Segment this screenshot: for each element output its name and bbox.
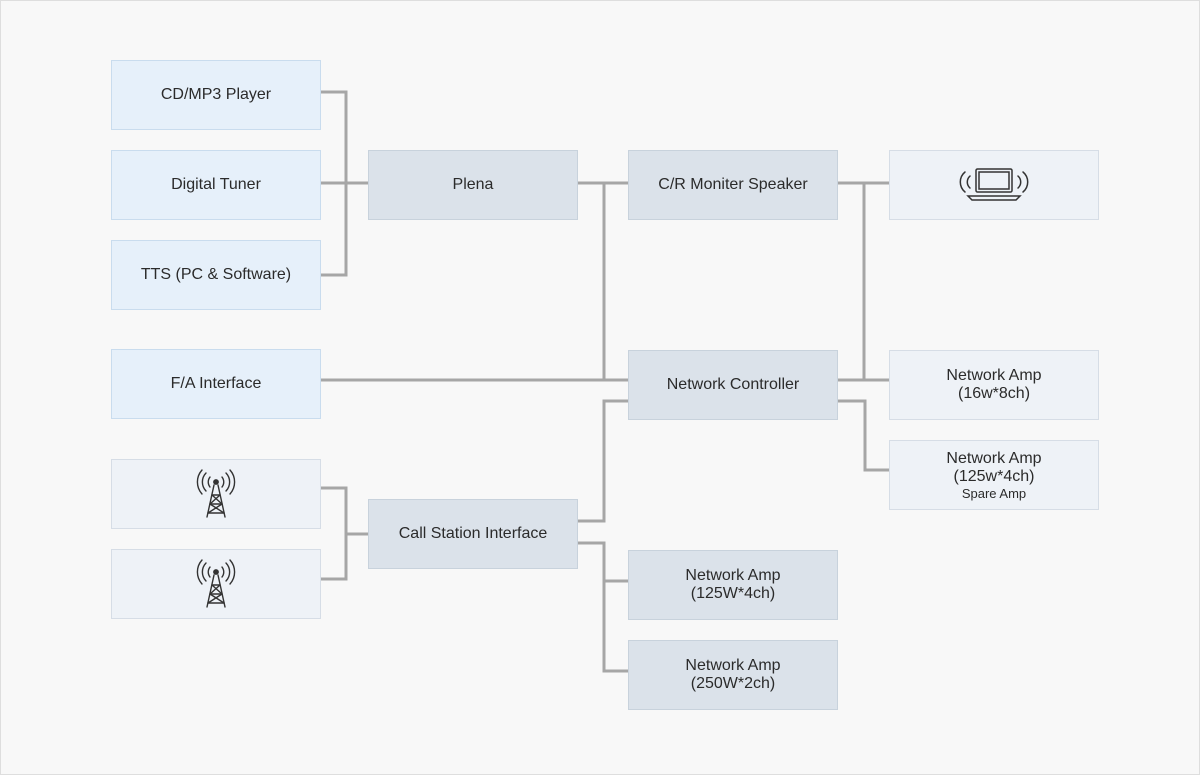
network-amp-125w-title: Network Amp bbox=[685, 567, 781, 584]
network-amp-spare-node: Network Amp (125w*4ch) Spare Amp bbox=[889, 440, 1099, 510]
radio-tower-icon bbox=[196, 469, 236, 518]
tts-node: TTS (PC & Software) bbox=[111, 240, 321, 310]
connector-controller-callstation bbox=[577, 399, 629, 523]
cr-monitor-speaker-label: C/R Moniter Speaker bbox=[658, 176, 808, 193]
network-amp-spare-title: Network Amp bbox=[946, 449, 1042, 467]
network-amp-16w-node: Network Amp (16w*8ch) bbox=[889, 350, 1099, 420]
fa-interface-label: F/A Interface bbox=[170, 375, 262, 392]
laptop-node bbox=[889, 150, 1099, 220]
network-amp-250w-spec: (250W*2ch) bbox=[690, 675, 776, 692]
fa-interface-node: F/A Interface bbox=[111, 349, 321, 419]
tts-label: TTS (PC & Software) bbox=[140, 266, 292, 283]
cd-mp3-player-label: CD/MP3 Player bbox=[160, 86, 272, 103]
connector-towers-bus bbox=[320, 486, 348, 581]
cr-monitor-speaker-node: C/R Moniter Speaker bbox=[628, 150, 838, 220]
network-controller-node: Network Controller bbox=[628, 350, 838, 420]
laptop-wireless-icon bbox=[959, 168, 1029, 201]
network-amp-spare-spec: (125w*4ch) bbox=[953, 467, 1035, 485]
plena-node: Plena bbox=[368, 150, 578, 220]
cd-mp3-player-node: CD/MP3 Player bbox=[111, 60, 321, 130]
connector-controller-spare bbox=[836, 399, 890, 472]
radio-tower-node-2 bbox=[111, 549, 321, 619]
network-amp-250w-node: Network Amp (250W*2ch) bbox=[628, 640, 838, 710]
network-controller-label: Network Controller bbox=[666, 376, 800, 393]
network-amp-16w-spec: (16w*8ch) bbox=[957, 385, 1031, 402]
radio-tower-node-1 bbox=[111, 459, 321, 529]
call-station-interface-label: Call Station Interface bbox=[398, 525, 548, 542]
spare-amp-note: Spare Amp bbox=[961, 485, 1027, 501]
network-amp-16w-title: Network Amp bbox=[946, 367, 1042, 384]
connector-callstation-amps bbox=[577, 541, 629, 673]
network-amp-250w-title: Network Amp bbox=[685, 657, 781, 674]
network-amp-125w-spec: (125W*4ch) bbox=[690, 585, 776, 602]
radio-tower-icon bbox=[196, 559, 236, 608]
digital-tuner-label: Digital Tuner bbox=[171, 176, 261, 193]
digital-tuner-node: Digital Tuner bbox=[111, 150, 321, 220]
plena-label: Plena bbox=[452, 176, 494, 193]
call-station-interface-node: Call Station Interface bbox=[368, 499, 578, 569]
network-amp-125w-node: Network Amp (125W*4ch) bbox=[628, 550, 838, 620]
